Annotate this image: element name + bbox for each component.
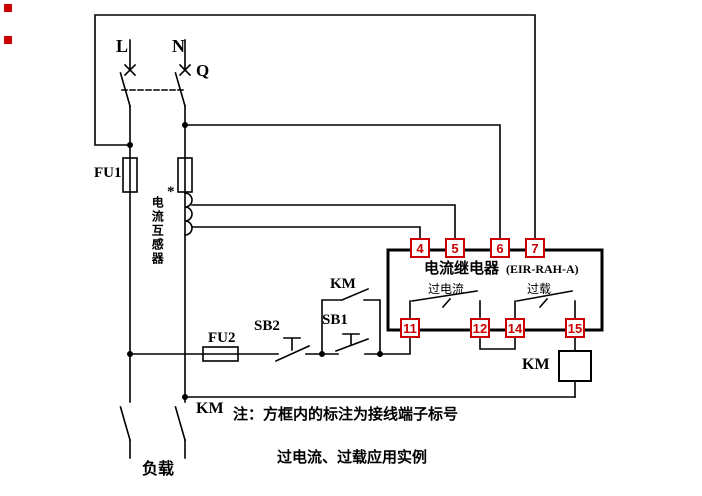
start-button-symbol — [334, 333, 370, 353]
caption-text: 过电流、过载应用实例 — [277, 449, 428, 466]
km-coil-label: KM — [522, 356, 550, 373]
start-button-label: SB1 — [322, 312, 348, 328]
km-main-label: KM — [196, 400, 224, 417]
red-corner-marker — [4, 4, 12, 12]
red-edge-marker — [4, 36, 12, 44]
control-circuit-wires — [129, 337, 411, 355]
load-label: 负载 — [142, 461, 175, 478]
km-aux-label: KM — [330, 276, 356, 292]
coil-circuit-wires — [184, 337, 576, 398]
fuse1-label: FU1 — [94, 165, 122, 181]
relay-title: 电流继电器 (EIR-RAH-A) — [424, 260, 579, 278]
overcurrent-label: 过电流 — [428, 282, 465, 296]
terminal-6: 6 — [490, 238, 510, 258]
terminal-5: 5 — [445, 238, 465, 258]
terminal-11: 11 — [400, 318, 420, 338]
km-coil-box — [558, 350, 592, 382]
terminal-4: 4 — [410, 238, 430, 258]
overload-label: 过载 — [527, 282, 552, 296]
breaker-q-symbol — [119, 63, 192, 107]
relay-contact-symbols — [409, 290, 576, 319]
ct-polarity-mark: * — [167, 184, 175, 200]
terminal-14: 14 — [505, 318, 525, 338]
note-text: 注：方框内的标注为接线端子标号 — [233, 406, 459, 423]
power-lines — [129, 39, 186, 459]
km-aux-contact-symbol — [321, 287, 381, 355]
current-transformer-label: 电流互感器 — [150, 196, 165, 266]
fuse2-label: FU2 — [208, 330, 236, 346]
km-main-contact-symbols — [119, 406, 186, 441]
phase-n-label: N — [172, 36, 185, 56]
stop-button-symbol — [274, 337, 311, 363]
ct-secondary-wires — [191, 204, 456, 239]
relay-name: 电流继电器 — [424, 260, 500, 277]
terminal-12: 12 — [470, 318, 490, 338]
current-transformer-symbol — [184, 192, 193, 236]
terminal-15: 15 — [565, 318, 585, 338]
relay-model: (EIR-RAH-A) — [506, 262, 579, 276]
junction-dots — [127, 122, 383, 400]
breaker-q-label: Q — [196, 61, 210, 80]
relay-supply-wires — [94, 14, 536, 239]
stop-button-label: SB2 — [254, 318, 280, 334]
phase-l-label: L — [116, 36, 129, 56]
terminal-7: 7 — [525, 238, 545, 258]
